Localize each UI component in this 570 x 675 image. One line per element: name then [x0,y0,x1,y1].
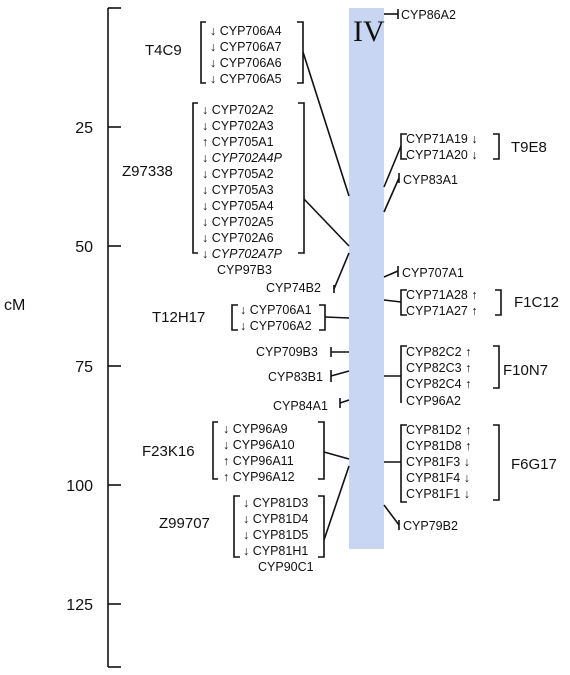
gene-label: CYP81D8 ↑ [406,439,471,453]
connector-line [383,177,400,213]
gene-label: ↓ CYP702A7P [202,247,283,261]
connector-line [383,299,402,303]
group-f23k16: F23K16 ↓ CYP96A9 ↓ CYP96A10 ↑ CYP96A11 ↑… [142,421,350,484]
gene-label: CYP82C2 ↑ [406,345,471,359]
gene-label: ↓ CYP96A10 [223,438,295,452]
gene-label-cyp83b1: CYP83B1 [268,370,323,384]
group-f6g17: CYP81D2 ↑ CYP81D8 ↑ CYP81F3 ↓ CYP81F4 ↓ … [384,423,557,503]
gene-label: ↓ CYP702A2 [202,103,274,117]
gene-label: CYP81F1 ↓ [406,487,470,501]
gene-label-cyp86a2: CYP86A2 [401,8,456,22]
group-t4c9: T4C9 ↓ CYP706A4 ↓ CYP706A7 ↓ CYP706A6 ↓ … [145,21,350,197]
connector-line [330,370,350,377]
gene-label: ↓ CYP702A5 [202,215,274,229]
gene-label: ↑ CYP96A12 [223,470,295,484]
gene-label: ↓ CYP702A6 [202,231,274,245]
group-label: T12H17 [152,309,205,326]
connector-line [324,316,350,319]
group-label: T4C9 [145,42,182,59]
gene-label: ↓ CYP706A7 [210,40,282,54]
connector-line [333,252,350,290]
gene-label: ↑ CYP96A11 [223,454,294,468]
gene-label: ↓ CYP702A3 [202,119,274,133]
gene-label-cyp79b2: CYP79B2 [403,519,458,533]
group-f10n7: CYP82C2 ↑ CYP82C3 ↑ CYP82C4 ↑ CYP96A2 F1… [384,345,548,408]
group-label: Z97338 [122,163,173,180]
connector-line [383,270,399,278]
gene-label: ↓ CYP81D5 [243,528,308,542]
gene-label-cyp83a1: CYP83A1 [403,173,458,187]
gene-label: CYP90C1 [258,560,314,574]
gene-label: CYP82C3 ↑ [406,361,471,375]
group-label: F1C12 [514,294,559,311]
gene-label: CYP97B3 [217,263,272,277]
group-f1c12: CYP71A28 ↑ CYP71A27 ↑ F1C12 [383,288,559,318]
gene-label: ↓ CYP706A6 [210,56,282,70]
group-label: T9E8 [511,139,547,156]
gene-label: ↓ CYP706A1 [240,303,312,317]
chromosome-bar [349,8,384,549]
gene-label: CYP71A28 ↑ [406,288,478,302]
gene-label: ↓ CYP705A4 [202,199,274,213]
connector-line [339,399,350,404]
axis-tick-label: 100 [66,478,93,495]
gene-label: ↓ CYP706A4 [210,24,282,38]
group-label: F10N7 [503,362,548,379]
gene-label: ↓ CYP705A2 [202,167,274,181]
gene-label: CYP81D2 ↑ [406,423,471,437]
gene-label: ↓ CYP702A4P [202,151,283,165]
axis-tick-label: 50 [75,239,93,256]
group-t9e8: CYP71A19 ↓ CYP71A20 ↓ T9E8 [383,132,547,188]
cm-axis: 25 50 75 100 125 cM [4,7,121,668]
gene-label: CYP81F4 ↓ [406,471,470,485]
group-label: Z99707 [159,515,210,532]
gene-label: ↓ CYP706A5 [210,72,282,86]
gene-label: CYP81F3 ↓ [406,455,470,469]
gene-label: CYP82C4 ↑ [406,377,471,391]
group-z99707: Z99707 ↓ CYP81D3 ↓ CYP81D4 ↓ CYP81D5 ↓ C… [159,465,350,574]
axis-tick-label: 25 [75,120,93,137]
connector-line [302,51,350,197]
gene-label: ↓ CYP705A3 [202,183,274,197]
connector-line [383,504,400,526]
gene-label: CYP71A20 ↓ [406,148,478,162]
gene-label: ↑ CYP705A1 [202,135,274,149]
gene-label: ↓ CYP96A9 [223,422,288,436]
connector-line [383,145,402,188]
connector-line [323,451,350,460]
gene-label: CYP96A2 [406,394,461,408]
axis-tick-label: 75 [75,359,93,376]
chromosome-label: IV [353,15,385,48]
gene-label: ↓ CYP81D4 [243,512,308,526]
connector-line [323,465,350,541]
gene-label: CYP71A27 ↑ [406,304,478,318]
gene-label: ↓ CYP81D3 [243,496,308,510]
gene-label-cyp84a1: CYP84A1 [273,399,328,413]
gene-label: ↓ CYP81H1 [243,544,308,558]
gene-label: CYP71A19 ↓ [406,132,478,146]
gene-label-cyp709b3: CYP709B3 [256,345,318,359]
group-z97338: Z97338 ↓ CYP702A2 ↓ CYP702A3 ↑ CYP705A1 … [122,102,350,277]
gene-label-cyp74b2: CYP74B2 [266,281,321,295]
group-t12h17: T12H17 ↓ CYP706A1 ↓ CYP706A2 [152,303,350,333]
axis-label: cM [4,297,25,314]
connector-line [303,198,350,247]
gene-label-cyp707a1: CYP707A1 [402,266,464,280]
group-label: F23K16 [142,443,195,460]
group-label: F6G17 [511,456,557,473]
axis-tick-label: 125 [66,597,93,614]
gene-label: ↓ CYP706A2 [240,319,312,333]
